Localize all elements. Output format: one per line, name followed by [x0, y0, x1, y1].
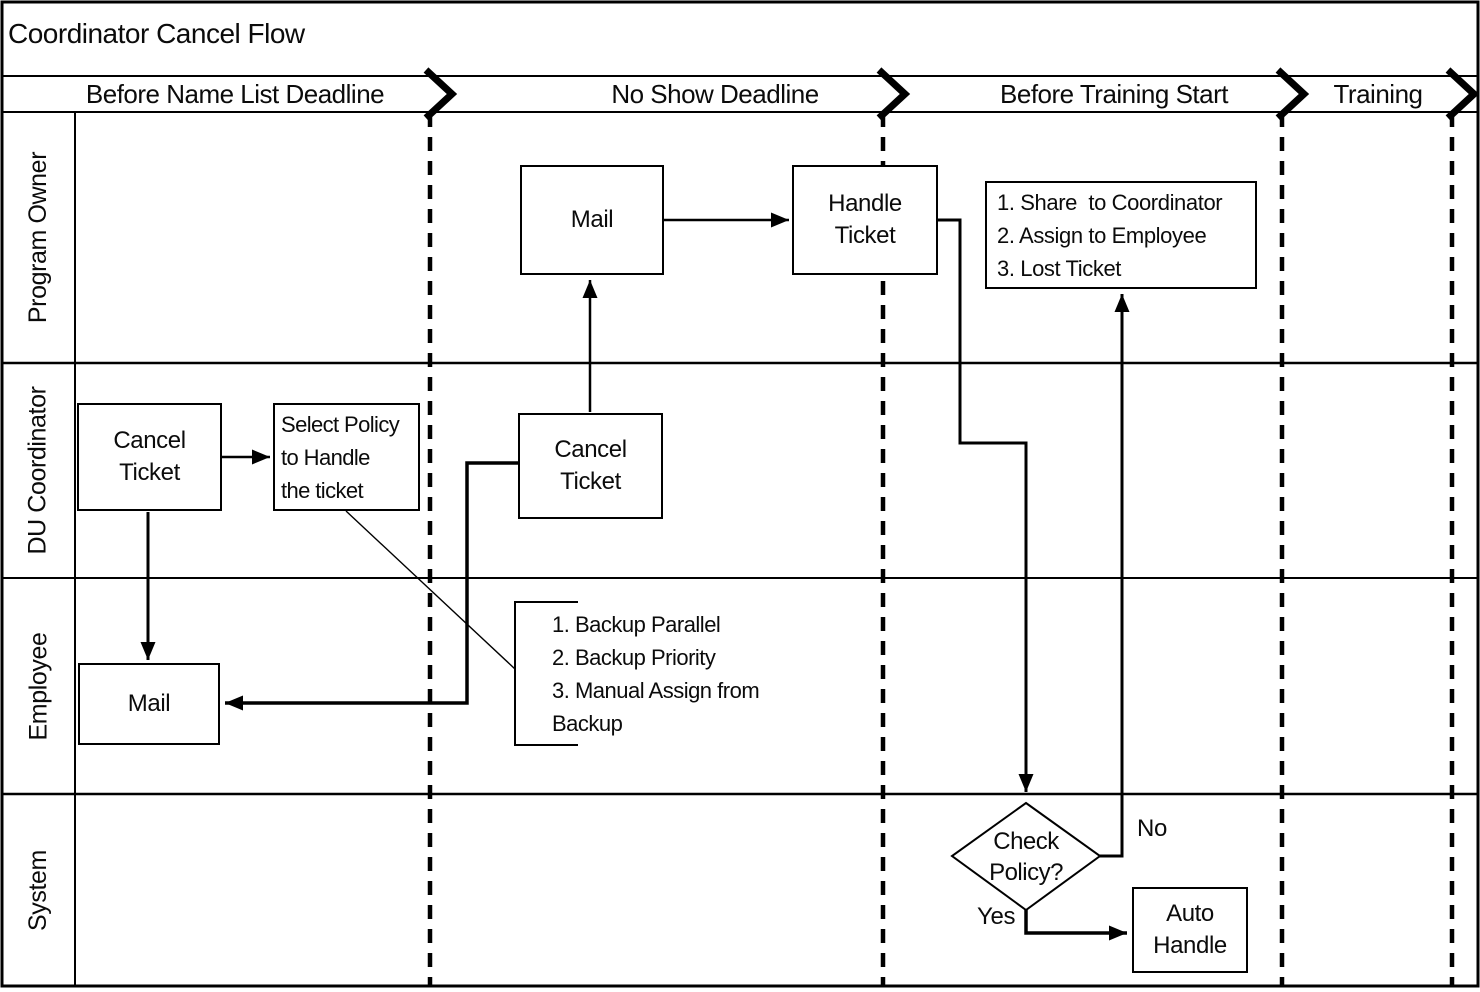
node-sys-check-policy-label: Check Policy? — [989, 827, 1063, 886]
chevron-right-icon — [1275, 67, 1310, 121]
phase-header-before-training-start: Before Training Start — [1000, 78, 1228, 109]
node-po-handle-ticket: Handle Ticket — [792, 165, 938, 275]
lane-label-text: Program Owner — [24, 151, 52, 324]
lane-label-system: System — [2, 794, 75, 986]
node-du-cancel-ticket-1: Cancel Ticket — [77, 403, 222, 511]
node-emp-mail: Mail — [78, 663, 220, 745]
edge-check-policy-no-to-po-options — [1099, 294, 1130, 858]
node-du-cancel-ticket-2: Cancel Ticket — [518, 413, 663, 519]
lane-label-program-owner: Program Owner — [2, 112, 75, 363]
phase-header-before-name-list-deadline: Before Name List Deadline — [85, 78, 385, 109]
edge-label-yes: Yes — [977, 903, 1016, 930]
phase-header-no-show-deadline: No Show Deadline — [611, 78, 819, 109]
diagram-title: Coordinator Cancel Flow — [8, 18, 305, 49]
edge-handle-ticket-to-check-policy — [937, 218, 1034, 792]
edge-check-policy-yes-to-auto-handle — [1024, 909, 1127, 941]
node-emp-backup-options: 1. Backup Parallel 2. Backup Priority 3.… — [552, 612, 760, 736]
backup-options-bracket — [514, 601, 578, 746]
check-policy-diamond — [950, 801, 1102, 912]
lane-label-employee: Employee — [2, 578, 75, 794]
phase-header-training: Training — [1333, 78, 1423, 109]
lane-label-text: Employee — [24, 632, 53, 740]
edge-label-no: No — [1137, 815, 1168, 842]
node-du-select-policy: Select Policy to Handle the ticket — [273, 403, 420, 511]
chevron-right-icon — [423, 67, 458, 121]
edge-du-cancel2-to-emp-mail — [225, 461, 518, 711]
node-sys-auto-handle: Auto Handle — [1132, 887, 1248, 973]
chevron-right-icon — [876, 67, 911, 121]
callout-line-select-policy-to-backup-options — [345, 510, 516, 670]
lane-label-du-coordinator: DU Coordinator — [2, 363, 75, 578]
node-po-handle-options: 1. Share to Coordinator 2. Assign to Emp… — [985, 181, 1257, 289]
node-po-mail: Mail — [520, 165, 664, 275]
lane-label-text: DU Coordinator — [24, 386, 52, 555]
lane-label-text: System — [24, 849, 53, 931]
chevron-right-icon — [1445, 67, 1480, 121]
